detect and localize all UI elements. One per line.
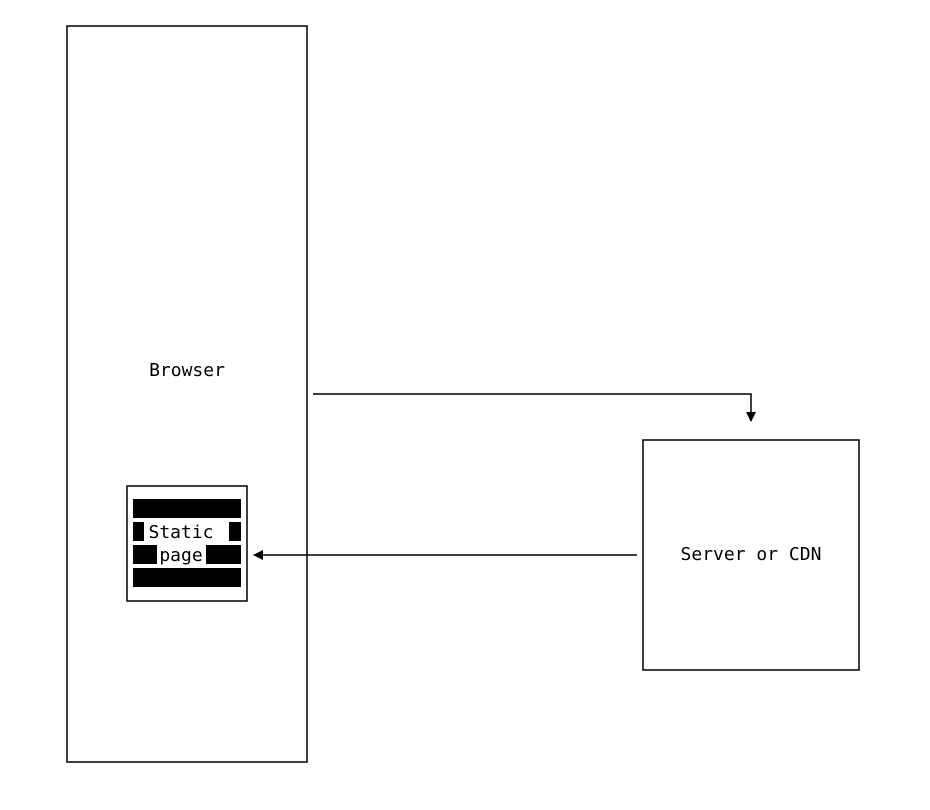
static-page-label-line1: Static xyxy=(148,522,213,543)
server-label: Server or CDN xyxy=(681,544,822,565)
static-page-block-right1 xyxy=(229,522,241,541)
static-page-block-top xyxy=(133,499,241,518)
server-box xyxy=(642,439,860,671)
server-node: Server or CDN xyxy=(642,439,860,671)
static-page-block-left2 xyxy=(133,545,157,564)
browser-node: Browser xyxy=(66,25,308,763)
static-page-node: Static page xyxy=(126,485,248,602)
browser-label: Browser xyxy=(149,360,225,381)
static-page-block-bottom xyxy=(133,568,241,587)
static-page-block-right2 xyxy=(206,545,241,564)
request-arrow xyxy=(313,393,756,422)
static-page-block-left1 xyxy=(133,522,144,541)
static-page-label-line2: page xyxy=(159,545,202,566)
browser-box xyxy=(66,25,308,763)
